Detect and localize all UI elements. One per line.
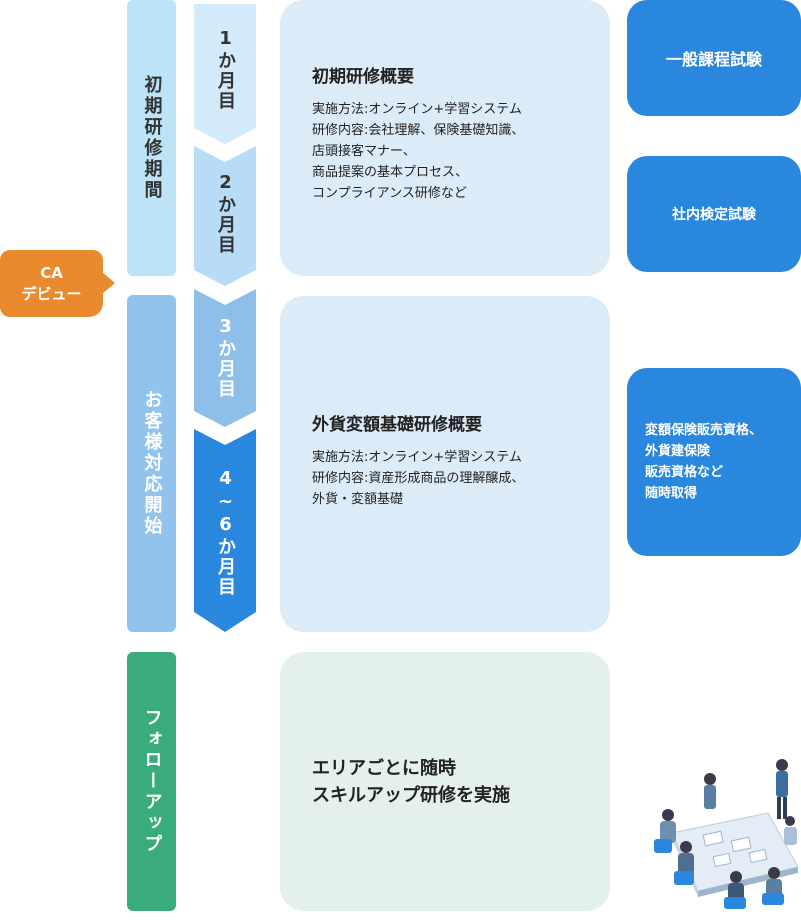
month-4-6-shape <box>194 429 256 632</box>
exam-general-label: 一般課程試験 <box>665 50 762 69</box>
month-4-6: 4~6か月目 <box>194 468 256 608</box>
month-2-label: 2か月目 <box>215 172 236 255</box>
exam-internal: 社内検定試験 <box>627 156 801 272</box>
month-1-shape <box>194 4 256 144</box>
month-arrows <box>194 4 256 632</box>
month-1: 1か月目 <box>194 28 256 128</box>
exam-internal-label: 社内検定試験 <box>672 207 756 223</box>
month-3: 3か月目 <box>194 316 256 416</box>
month-3-shape <box>194 289 256 427</box>
ca-debut-tag: CA デビュー <box>0 250 115 317</box>
month-2-shape <box>194 146 256 286</box>
ca-tag-line2: デビュー <box>21 284 82 303</box>
initial-training-card: 初期研修概要 実施方法:オンライン+学習システム 研修内容:会社理解、保険基礎知… <box>280 0 610 276</box>
initial-training-body: 実施方法:オンライン+学習システム 研修内容:会社理解、保険基礎知識、 店頭接客… <box>312 102 525 201</box>
fx-training-body: 実施方法:オンライン+学習システム 研修内容:資産形成商品の理解醸成、 外貨・変… <box>312 450 525 507</box>
month-4-6-label: 4~6か月目 <box>215 468 236 597</box>
ca-tag-line1: CA <box>40 263 63 282</box>
month-1-label: 1か月目 <box>215 28 236 111</box>
month-3-label: 3か月目 <box>215 316 236 399</box>
follow-up-title: エリアごとに随時 スキルアップ研修を実施 <box>312 757 510 806</box>
exam-qualifications-label: 変額保険販売資格、 外貨建保険 販売資格など 随時取得 <box>645 423 763 501</box>
month-2: 2か月目 <box>194 172 256 272</box>
phase-service-label: お客様対応開始 <box>141 390 163 537</box>
initial-training-title: 初期研修概要 <box>312 67 414 87</box>
meeting-people-icon <box>654 759 799 909</box>
phase-initial-label: 初期研修期間 <box>141 75 163 201</box>
fx-training-title: 外貨変額基礎研修概要 <box>312 415 482 435</box>
fx-training-card: 外貨変額基礎研修概要 実施方法:オンライン+学習システム 研修内容:資産形成商品… <box>280 296 610 632</box>
phase-follow-up: フォローアップ <box>127 652 176 911</box>
phase-customer-service: お客様対応開始 <box>127 295 176 632</box>
phase-initial-training: 初期研修期間 <box>127 0 176 276</box>
follow-up-card: エリアごとに随時 スキルアップ研修を実施 <box>280 652 610 911</box>
phase-follow-label: フォローアップ <box>141 708 163 855</box>
exam-general-course: 一般課程試験 <box>627 0 801 116</box>
exam-qualifications: 変額保険販売資格、 外貨建保険 販売資格など 随時取得 <box>627 368 801 556</box>
